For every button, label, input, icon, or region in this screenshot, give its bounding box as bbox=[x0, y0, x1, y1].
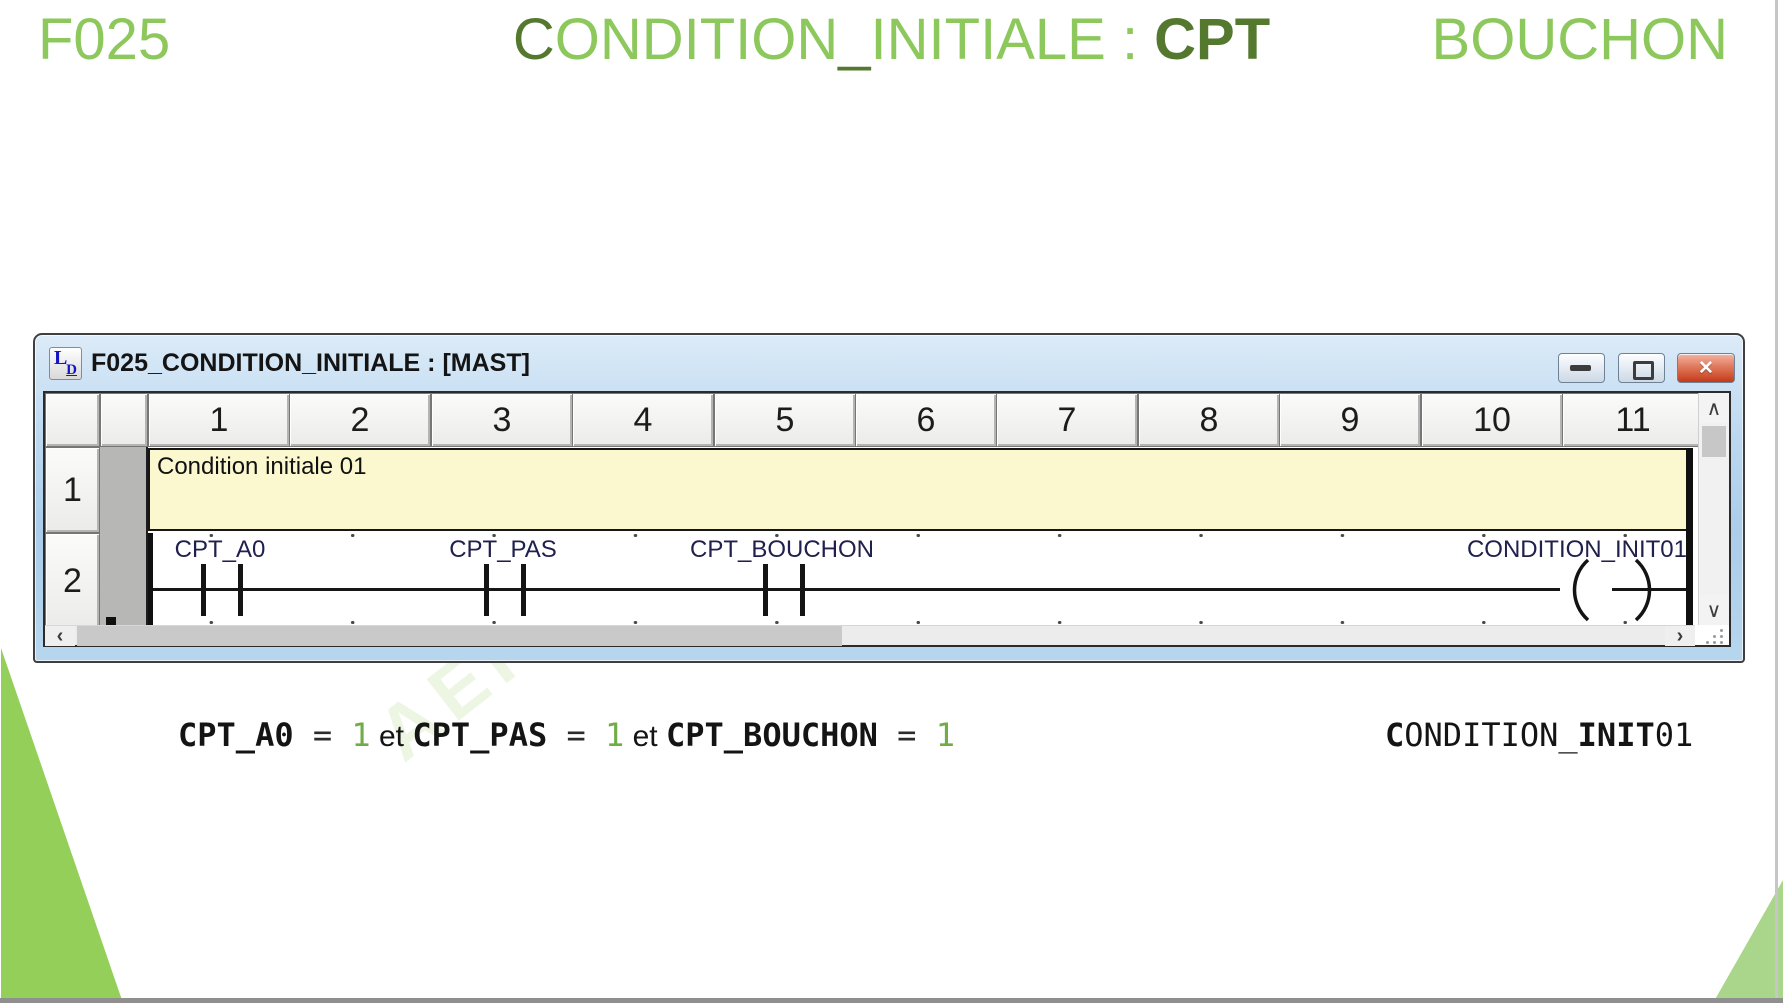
contact-bar bbox=[800, 564, 805, 616]
contact-cpt-a0[interactable]: CPT_A0 bbox=[100, 533, 340, 629]
contact-bar bbox=[201, 564, 206, 616]
grid-corner-cell-2 bbox=[100, 393, 148, 447]
title-part: ONDITION bbox=[554, 7, 839, 72]
equation-conjunction: et bbox=[624, 720, 666, 753]
ld-program-icon: L D bbox=[49, 347, 82, 380]
left-power-rail bbox=[148, 533, 153, 629]
minimize-button[interactable] bbox=[1558, 353, 1605, 383]
column-header[interactable]: 3 bbox=[431, 393, 573, 447]
equation-operator: = bbox=[547, 716, 606, 754]
contact-bar bbox=[484, 564, 489, 616]
column-header[interactable]: 4 bbox=[572, 393, 714, 447]
right-power-rail bbox=[1686, 448, 1693, 629]
column-header[interactable]: 5 bbox=[714, 393, 856, 447]
horizontal-scrollbar[interactable]: ‹ › bbox=[45, 625, 1695, 647]
column-header[interactable]: 8 bbox=[1138, 393, 1280, 447]
window-title: F025_CONDITION_INITIALE : [MAST] bbox=[91, 348, 530, 377]
resize-grip-icon[interactable] bbox=[1702, 629, 1726, 644]
ladder-editor-window: L D F025_CONDITION_INITIALE : [MAST] ✕ 1… bbox=[33, 333, 1745, 663]
scroll-down-icon[interactable]: ∨ bbox=[1699, 595, 1729, 625]
scroll-right-icon[interactable]: › bbox=[1665, 625, 1695, 647]
contact-label: CPT_A0 bbox=[174, 536, 266, 563]
output-part: 01 bbox=[1654, 716, 1694, 754]
contact-label: CPT_PAS bbox=[449, 536, 557, 563]
slide-code: F025 bbox=[38, 7, 171, 72]
vertical-scroll-thumb[interactable] bbox=[1702, 426, 1726, 457]
equation-value: 1 bbox=[351, 716, 371, 754]
output-part: INIT bbox=[1577, 716, 1655, 754]
equation-operator: = bbox=[293, 716, 352, 754]
rung-comment[interactable]: Condition initiale 01 bbox=[148, 448, 1692, 531]
rung-margin-column bbox=[100, 447, 148, 629]
grid-dots-bottom bbox=[148, 621, 1688, 624]
grid-dots-top bbox=[148, 534, 1688, 537]
column-header[interactable]: 6 bbox=[855, 393, 997, 447]
row-header[interactable]: 2 bbox=[45, 533, 100, 629]
close-button[interactable]: ✕ bbox=[1677, 353, 1735, 383]
minimize-icon bbox=[1570, 365, 1591, 371]
window-titlebar[interactable]: L D F025_CONDITION_INITIALE : [MAST] ✕ bbox=[35, 335, 1743, 391]
restore-button[interactable] bbox=[1618, 353, 1665, 383]
equation-variable: CPT_PAS bbox=[412, 716, 548, 754]
column-header[interactable]: 10 bbox=[1421, 393, 1563, 447]
slide-topic: BOUCHON bbox=[1431, 7, 1728, 72]
column-header[interactable]: 2 bbox=[289, 393, 431, 447]
output-part: C bbox=[1385, 716, 1405, 754]
ladder-grid: 1 2 3 4 5 6 7 8 9 10 11 1 2 Condition in… bbox=[43, 391, 1731, 647]
title-part: INITIALE bbox=[870, 7, 1106, 72]
title-part: C bbox=[512, 7, 555, 72]
output-part: ONDITION_ bbox=[1404, 716, 1578, 754]
slide-border-right bbox=[1775, 0, 1778, 1003]
cell-cursor bbox=[106, 617, 116, 627]
ld-icon-letter-l: L bbox=[54, 347, 68, 369]
contact-cpt-bouchon[interactable]: CPT_BOUCHON bbox=[662, 533, 902, 629]
equation-conjunction: et bbox=[370, 720, 413, 753]
ld-icon-letter-d: D bbox=[66, 362, 77, 378]
equation-value: 1 bbox=[605, 716, 625, 754]
boolean-equation: CPT_A0 = 1 et CPT_PAS = 1 et CPT_BOUCHON… bbox=[178, 716, 955, 754]
title-part: : bbox=[1105, 7, 1155, 72]
restore-icon bbox=[1633, 361, 1654, 380]
title-part-bold: CPT bbox=[1154, 7, 1271, 72]
equation-value: 1 bbox=[935, 716, 955, 754]
equation-variable: CPT_BOUCHON bbox=[665, 716, 878, 754]
title-part: _ bbox=[838, 7, 871, 72]
grid-corner-cell bbox=[45, 393, 100, 447]
slide-border-bottom bbox=[0, 998, 1783, 1003]
coil-label: CONDITION_INIT01 bbox=[1466, 536, 1687, 563]
row-header[interactable]: 1 bbox=[45, 447, 100, 533]
vertical-scrollbar[interactable]: ∧ ∨ bbox=[1698, 393, 1729, 625]
contact-bar bbox=[763, 564, 768, 616]
scroll-left-icon[interactable]: ‹ bbox=[45, 625, 75, 647]
contact-bar bbox=[521, 564, 526, 616]
contact-bar bbox=[238, 564, 243, 616]
column-header[interactable]: 11 bbox=[1562, 393, 1704, 447]
equation-operator: = bbox=[877, 716, 936, 754]
contact-cpt-pas[interactable]: CPT_PAS bbox=[383, 533, 623, 629]
column-header[interactable]: 7 bbox=[996, 393, 1138, 447]
scroll-up-icon[interactable]: ∧ bbox=[1699, 393, 1729, 423]
rung-line bbox=[148, 588, 1692, 591]
column-header[interactable]: 9 bbox=[1279, 393, 1421, 447]
output-variable: CONDITION_INIT01 bbox=[1385, 716, 1693, 754]
coil-symbol[interactable] bbox=[1548, 556, 1676, 624]
column-header-row: 1 2 3 4 5 6 7 8 9 10 11 bbox=[45, 393, 1729, 447]
contact-label: CPT_BOUCHON bbox=[689, 536, 875, 563]
equation-variable: CPT_A0 bbox=[178, 716, 294, 754]
horizontal-scroll-thumb[interactable] bbox=[77, 626, 842, 646]
column-header[interactable]: 1 bbox=[148, 393, 290, 447]
page-title: CONDITION_INITIALE : CPT bbox=[0, 6, 1783, 73]
